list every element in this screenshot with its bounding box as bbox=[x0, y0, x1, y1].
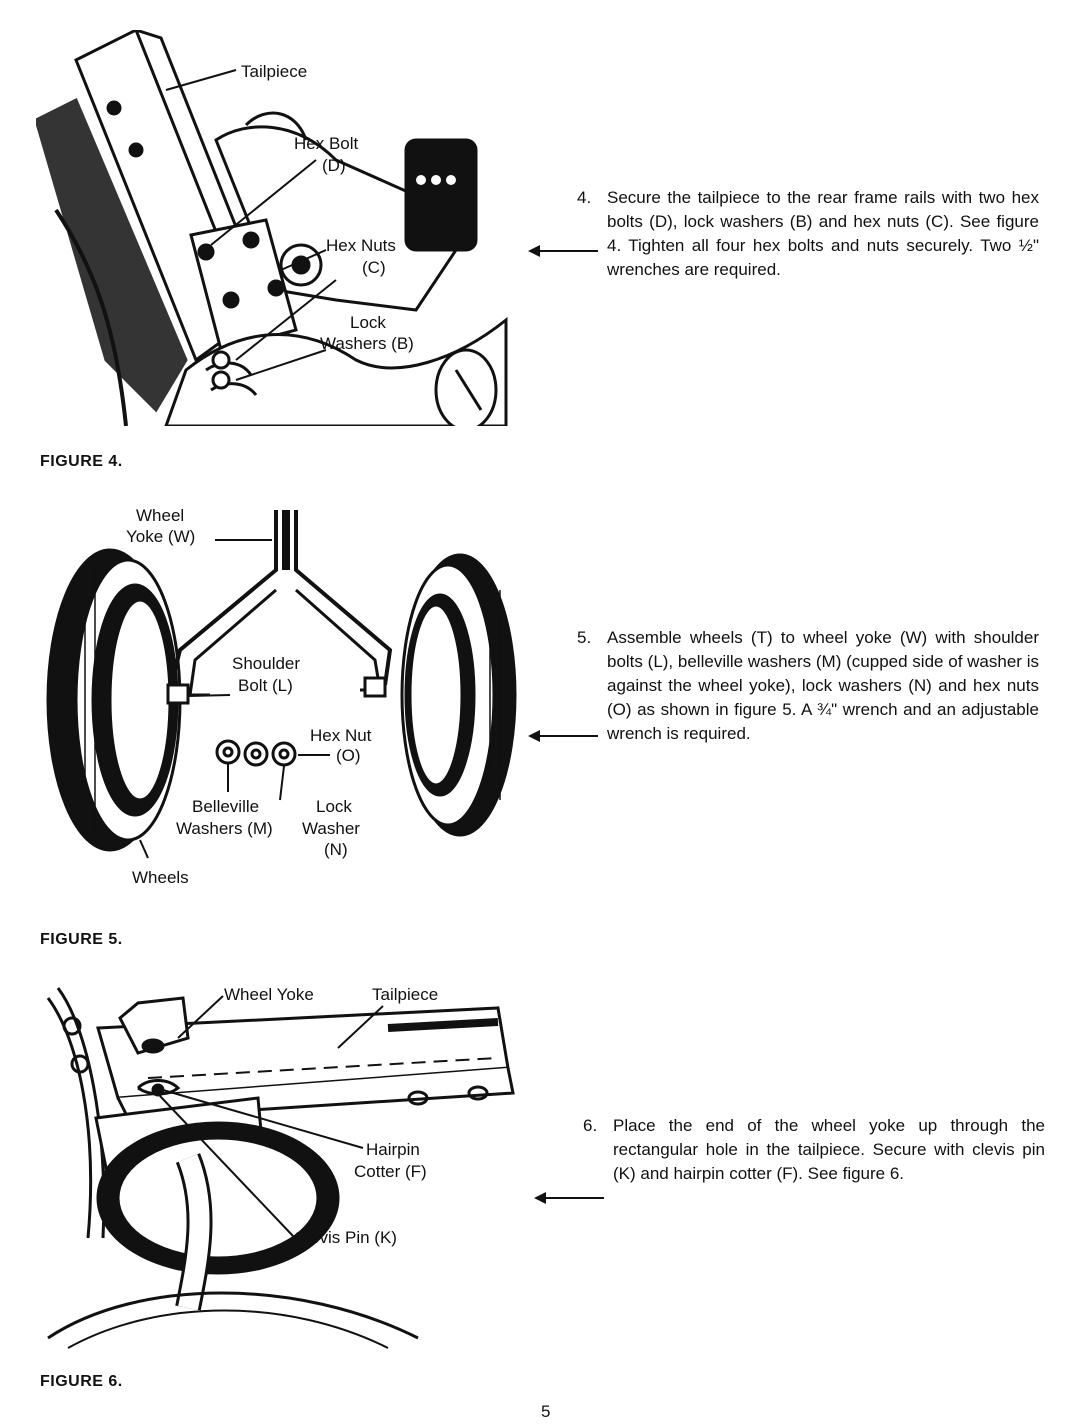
label-shoulder: Shoulder bbox=[232, 654, 301, 673]
step-6: 6. Place the end of the wheel yoke up th… bbox=[583, 1114, 1045, 1186]
label-hex-bolt-letter: (D) bbox=[322, 156, 346, 175]
label-hex-nut-letter: (O) bbox=[336, 746, 361, 765]
label-hairpin: Hairpin bbox=[366, 1140, 420, 1159]
label-hex-bolt: Hex Bolt bbox=[294, 134, 359, 153]
step-5: 5. Assemble wheels (T) to wheel yoke (W)… bbox=[577, 626, 1039, 746]
figure-6-illustration: Wheel Yoke Tailpiece Hairpin Cotter (F) … bbox=[38, 978, 518, 1356]
label-washers-m: Washers (M) bbox=[176, 819, 273, 838]
wheel-yoke-illustration bbox=[46, 510, 517, 859]
step-4: 4. Secure the tailpiece to the rear fram… bbox=[577, 186, 1039, 282]
step-5-text: Assemble wheels (T) to wheel yoke (W) wi… bbox=[607, 628, 1039, 743]
tailpiece-hex-bolt-illustration bbox=[36, 30, 508, 426]
figure-4-illustration: Tailpiece Hex Bolt (D) Hex Nuts (C) Lock… bbox=[36, 30, 516, 426]
step-6-text: Place the end of the wheel yoke up throu… bbox=[613, 1116, 1045, 1183]
page-number: 5 bbox=[541, 1402, 551, 1421]
label-washer-letter: (N) bbox=[324, 840, 348, 859]
step-4-text: Secure the tailpiece to the rear frame r… bbox=[607, 188, 1039, 279]
label-wheels: Wheels bbox=[132, 868, 189, 887]
label-yoke: Yoke (W) bbox=[126, 527, 196, 546]
label-washer: Washer bbox=[302, 819, 360, 838]
label-hex-nut: Hex Nut bbox=[310, 726, 372, 745]
step-6-arrow bbox=[534, 1192, 604, 1204]
label-hex-nuts-letter: (C) bbox=[362, 258, 386, 277]
label-tailpiece: Tailpiece bbox=[241, 62, 308, 81]
step-4-arrow bbox=[528, 245, 598, 257]
label-wheel: Wheel bbox=[136, 506, 185, 525]
label-clevis-pin: Clevis Pin (K) bbox=[294, 1228, 397, 1247]
label-lock-washers: Washers (B) bbox=[320, 334, 414, 353]
step-6-number: 6. bbox=[583, 1116, 598, 1135]
label-bolt: Bolt (L) bbox=[238, 676, 293, 695]
figure-6-caption: FIGURE 6. bbox=[40, 1373, 123, 1390]
step-5-arrow bbox=[528, 730, 598, 742]
figure-5-caption: FIGURE 5. bbox=[40, 931, 123, 948]
label-tailpiece-6: Tailpiece bbox=[372, 985, 439, 1004]
figure-4-caption: FIGURE 4. bbox=[40, 453, 123, 470]
label-belleville: Belleville bbox=[192, 797, 260, 816]
label-lock-n: Lock bbox=[316, 797, 352, 816]
label-hex-nuts: Hex Nuts bbox=[326, 236, 396, 255]
step-4-number: 4. bbox=[577, 188, 592, 207]
figure-5-illustration: Wheel Yoke (W) Shoulder Bolt (L) Hex Nut… bbox=[40, 500, 520, 900]
label-wheel-yoke: Wheel Yoke bbox=[224, 985, 314, 1004]
label-lock: Lock bbox=[350, 313, 386, 332]
step-5-number: 5. bbox=[577, 628, 592, 647]
label-cotter: Cotter (F) bbox=[354, 1162, 427, 1181]
wheel-yoke-tailpiece-illustration bbox=[46, 987, 515, 1349]
